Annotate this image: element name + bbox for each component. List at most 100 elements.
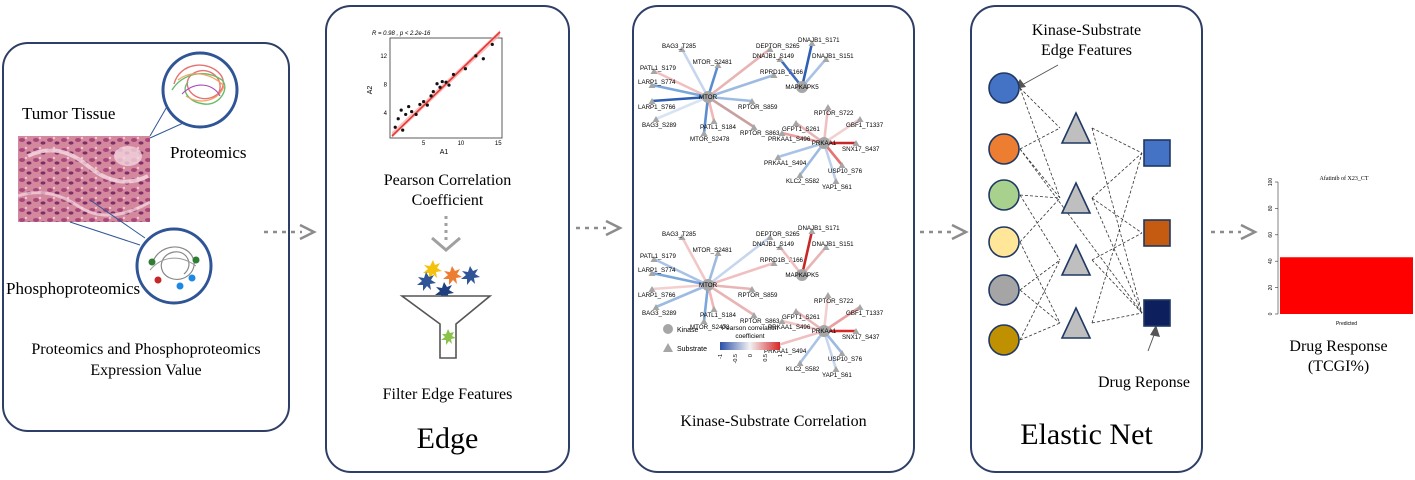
scatter-point (422, 99, 426, 104)
scatter-ytick-label: 8 (384, 82, 388, 88)
legend-substrate-label: Substrate (677, 346, 707, 353)
substrate-label: USP10_S76 (828, 356, 863, 363)
pearson-label-line1: Pearson Correlation (383, 172, 512, 189)
drug-response-title-line2: (TCGI%) (1307, 358, 1370, 375)
substrate-node (838, 162, 846, 168)
scatter-point (481, 57, 485, 61)
correlation-edge (655, 95, 709, 121)
substrate-label: SNX17_S437 (842, 334, 880, 341)
correlation-edge (707, 47, 771, 99)
chart-ytick-label: 20 (1268, 285, 1274, 291)
scatter-point (444, 80, 448, 84)
drug-response-node (1143, 299, 1171, 327)
substrate-label: MTOR_S2478 (690, 136, 730, 143)
filter-edge-features-label: Filter Edge Features (382, 386, 513, 403)
network-connections (1019, 87, 1143, 341)
scatter-point (399, 108, 403, 112)
edge-feature-node (988, 324, 1020, 356)
substrate-label: PRKAA1_S496 (768, 136, 811, 143)
substrate-node (700, 318, 708, 324)
scatter-point (425, 103, 429, 107)
substrate-node (766, 234, 774, 240)
scatter-point (429, 94, 433, 98)
substrate-label: DEPTOR_S265 (756, 231, 800, 238)
chart-ytick-label: 100 (1268, 178, 1274, 187)
legend-tick-label: 0 (748, 354, 754, 357)
substrate-label: GBF1_T1337 (846, 122, 884, 129)
correlation-edge (707, 261, 775, 287)
substrate-node (852, 140, 860, 146)
scatter-point (407, 104, 411, 109)
flow-arrow-1 (264, 223, 317, 241)
correlation-edge (798, 330, 826, 364)
substrate-node (838, 350, 846, 356)
correlation-edge (707, 95, 753, 103)
edge-title: Edge (416, 422, 479, 455)
substrate-node (748, 286, 756, 292)
kinase-node (796, 269, 808, 281)
hidden-node (1060, 111, 1092, 144)
substrate-label: GFPT1_S261 (782, 126, 820, 133)
scatter-xlabel: A1 (440, 149, 449, 156)
scatter-ytick-label: 12 (380, 54, 387, 60)
substrate-node (648, 270, 656, 276)
kinase-node (796, 81, 808, 93)
substrate-node (750, 312, 758, 318)
chart-ytick-label: 80 (1268, 205, 1274, 211)
correlation-edge (651, 95, 709, 103)
scatter-point (438, 85, 442, 89)
kinase-label: MTOR (699, 94, 718, 101)
substrate-node (770, 260, 778, 266)
substrate-node (750, 124, 758, 130)
prkaa-edges (774, 104, 864, 184)
correlation-edge (822, 294, 830, 332)
chart-ytick-label: 60 (1268, 232, 1274, 238)
elastic-net-title: Elastic Net (1020, 418, 1153, 451)
substrate-node (770, 72, 778, 78)
filter-funnel-icon (399, 216, 493, 359)
scatter-point (431, 89, 435, 94)
kinase-substrate-caption: Kinase-Substrate Correlation (680, 413, 867, 430)
substrate-node (652, 304, 660, 310)
substrate-label: BAG3_T285 (662, 43, 697, 50)
legend-tick-label: -1 (718, 354, 724, 359)
substrate-label: GBF1_T1337 (846, 310, 884, 317)
substrate-node (776, 244, 784, 250)
substrate-label: RPTOR_S863 (740, 318, 780, 325)
correlation-edge (651, 271, 709, 287)
pearson-label-line2: Coefficient (411, 192, 484, 209)
correlation-edge (680, 48, 710, 98)
edge-features-label-line1: Kinase-Substrate (1031, 22, 1142, 39)
kinase-node (702, 91, 714, 103)
correlation-edge (651, 83, 709, 99)
scatter-ytick-label: 4 (384, 111, 388, 117)
substrate-node (856, 304, 864, 310)
correlation-edge (707, 73, 775, 99)
substrate-label: RPRD1B_S166 (760, 257, 804, 264)
substrate-label: RPTOR_S859 (738, 104, 778, 111)
tumor-tissue-label: Tumor Tissue (22, 104, 116, 123)
correlation-edge (781, 319, 825, 333)
substrate-node (796, 360, 804, 366)
substrate-node (714, 62, 722, 68)
substrate-label: RPTOR_S863 (740, 130, 780, 137)
scatter-point (463, 67, 468, 71)
substrate-node (678, 234, 686, 240)
substrate-label: LARP1_S766 (638, 292, 676, 299)
substrate-node (710, 118, 718, 124)
correlation-edge (707, 283, 753, 291)
substrate-node (650, 68, 658, 74)
substrate-node (852, 328, 860, 334)
legend-kinase-label: Kinase (677, 327, 699, 334)
drug-response-node (1143, 219, 1171, 247)
substrate-label: USP10_S76 (828, 168, 863, 175)
substrate-node (748, 98, 756, 104)
scatter-stat-text: R = 0.98 , p < 2.2e-16 (372, 31, 431, 37)
substrate-label: PRKAA1_S494 (764, 160, 807, 167)
substrate-label: BAG3_S289 (642, 310, 677, 317)
substrate-label: PRKAA1_S496 (768, 324, 811, 331)
scatter-point (393, 125, 397, 129)
legend-title-line2: coefficient (735, 333, 764, 340)
